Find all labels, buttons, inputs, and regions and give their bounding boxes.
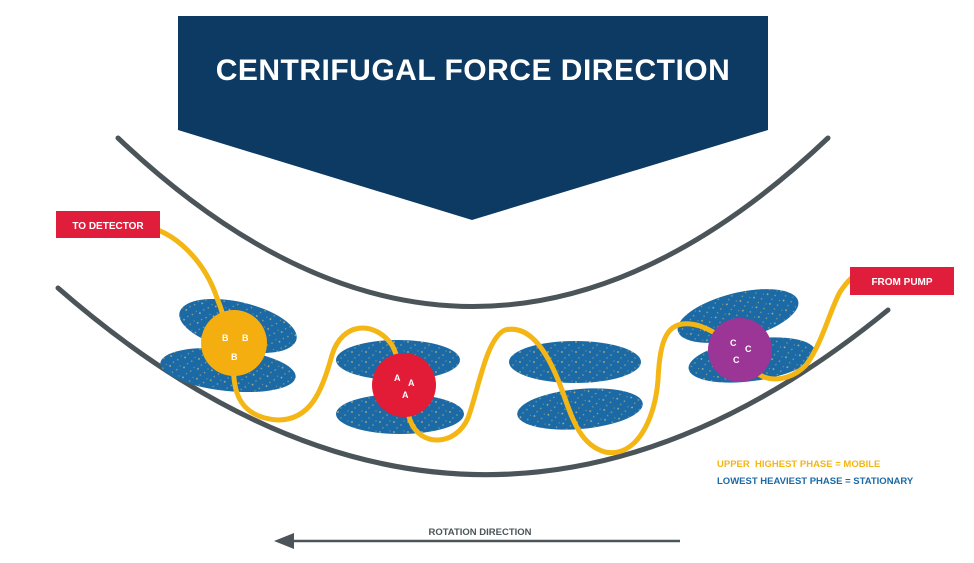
compound-b-label: B	[231, 352, 238, 362]
inner-arc	[115, 135, 831, 309]
compound-c-label: C	[733, 355, 740, 365]
compound-b-label: B	[222, 333, 229, 343]
legend-stationary: LOWEST HEAVIEST PHASE = STATIONARY	[717, 476, 914, 487]
compound-a-label: A	[402, 390, 409, 400]
compound-b-label: B	[242, 333, 249, 343]
to-detector-text: TO DETECTOR	[72, 221, 144, 232]
compound-a: A A A	[372, 353, 436, 417]
page-title: CENTRIFUGAL FORCE DIRECTION	[216, 54, 731, 87]
to-detector-label: TO DETECTOR	[56, 211, 160, 238]
compound-c-label: C	[745, 344, 752, 354]
legend-mobile: UPPER HIGHEST PHASE = MOBILE	[717, 459, 880, 470]
rotation-arrowhead-icon	[274, 533, 294, 549]
compound-c-label: C	[730, 338, 737, 348]
from-pump-text: FROM PUMP	[871, 277, 932, 288]
rotation-direction-label: ROTATION DIRECTION	[428, 527, 531, 538]
force-arrow	[178, 16, 768, 220]
compound-b: B B B	[201, 310, 267, 376]
compound-c: C C C	[708, 318, 772, 382]
compound-a-label: A	[394, 373, 401, 383]
from-pump-label: FROM PUMP	[850, 267, 954, 295]
compound-a-label: A	[408, 378, 415, 388]
